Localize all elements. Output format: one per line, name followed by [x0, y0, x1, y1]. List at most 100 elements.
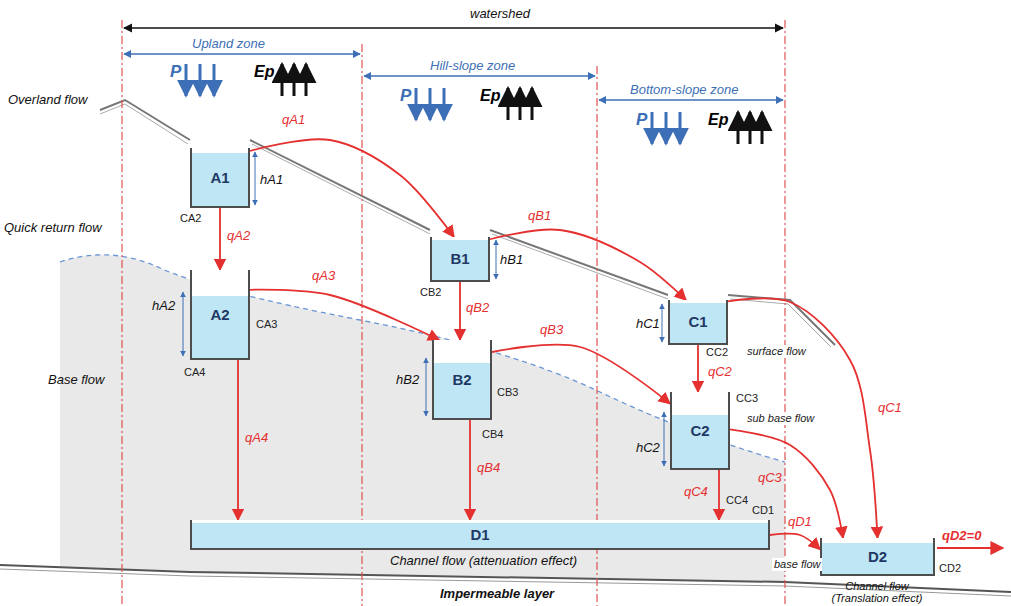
- flow-label: qB3: [540, 322, 563, 337]
- annotation-label: surface flow: [745, 345, 808, 358]
- annotation-label: Ep: [480, 86, 500, 105]
- annotation-label: CA2: [180, 212, 201, 225]
- annotation-label: hB1: [500, 252, 523, 267]
- dimension-arrow: [599, 99, 783, 100]
- flow-arrow: [728, 298, 878, 538]
- flow-arrow: [697, 345, 699, 392]
- annotation-label: Bottom-slope zone: [630, 82, 738, 97]
- annotation-label: P: [170, 62, 181, 81]
- tank-name: C1: [688, 313, 707, 330]
- annotation-label: CA3: [256, 318, 277, 331]
- tank: C2: [670, 392, 730, 470]
- tank: D2: [820, 538, 935, 576]
- annotation-label: Overland flow: [8, 92, 87, 107]
- drawing-part: [784, 20, 785, 606]
- drawing-part: [183, 292, 184, 356]
- flow-arrow: [459, 282, 461, 340]
- drawing-part: [443, 88, 446, 120]
- annotation-label: CD2: [939, 562, 961, 575]
- evaporation-arrows: [282, 64, 762, 144]
- dimension-arrow: [124, 53, 360, 54]
- tank: C1: [668, 300, 728, 345]
- tank-name: B1: [450, 250, 469, 267]
- drawing-part: [662, 304, 663, 342]
- outflow-arrow: [937, 547, 1003, 549]
- tank: A2: [190, 270, 250, 360]
- drawing-part: [664, 412, 665, 466]
- drawing-part: [531, 88, 534, 120]
- drawing-part: [496, 240, 497, 279]
- zone-divider: [122, 20, 785, 606]
- drawing-part: [185, 64, 188, 96]
- annotation-label: Ep: [254, 62, 274, 81]
- flow-label: qC3: [758, 470, 782, 485]
- annotation-label: Base flow: [48, 372, 104, 387]
- drawing-part: [665, 112, 668, 144]
- tank-name: A1: [210, 169, 229, 186]
- tank-name: A2: [210, 306, 229, 323]
- annotation-label: qD2=0: [942, 528, 981, 543]
- flow-label: qB2: [466, 300, 489, 315]
- annotation-label: Channel flow (Translation effect): [818, 580, 936, 604]
- flow-arrow: [237, 360, 239, 520]
- flow-label: qC4: [684, 484, 708, 499]
- flow-label: qA4: [245, 430, 268, 445]
- drawing-part: [749, 112, 752, 144]
- flow-label: qD1: [788, 514, 812, 529]
- tank: B1: [430, 237, 490, 282]
- flow-label: qB1: [528, 208, 551, 223]
- annotation-label: sub base flow: [745, 412, 816, 425]
- annotation-label: Upland zone: [192, 36, 265, 51]
- annotation-label: CB2: [420, 286, 441, 299]
- drawing-part: [199, 64, 202, 96]
- annotation-label: P: [636, 110, 647, 129]
- tank-name: D1: [470, 526, 489, 543]
- tank-name: C2: [690, 422, 709, 439]
- drawing-part: [426, 358, 427, 416]
- drawing-part: [281, 64, 284, 96]
- drawing-part: [305, 64, 308, 96]
- annotation-label: Channel flow (attenuation effect): [390, 553, 577, 568]
- annotation-label: watershed: [470, 6, 530, 21]
- tank: A1: [190, 148, 250, 208]
- annotation-label: CD1: [752, 504, 774, 517]
- annotation-label: hC1: [636, 316, 660, 331]
- flow-arrow: [469, 420, 471, 520]
- flow-arrow: [250, 139, 454, 237]
- flow-label: qA3: [312, 268, 335, 283]
- flow-arrow: [718, 470, 720, 520]
- annotation-label: Impermeable layer: [440, 586, 554, 601]
- tank: D1: [190, 520, 770, 550]
- drawing-part: [737, 112, 740, 144]
- annotation-label: CC4: [726, 494, 748, 507]
- flow-arrow: [770, 534, 820, 550]
- flow-label: qA2: [227, 228, 250, 243]
- drawing-part: [429, 88, 432, 120]
- annotation-label: Quick return flow: [4, 220, 102, 235]
- flow-label: qC1: [878, 400, 902, 415]
- flow-arrow: [492, 345, 670, 404]
- drawing-part: [415, 88, 418, 120]
- tank: B2: [432, 340, 492, 420]
- flow-label: qA1: [282, 112, 305, 127]
- drawing-part: [293, 64, 296, 96]
- annotation-label: hB2: [396, 372, 419, 387]
- flow-arrow: [250, 290, 439, 340]
- annotation-label: hC2: [636, 440, 660, 455]
- annotation-label: hA2: [152, 298, 175, 313]
- drawing-part: [213, 64, 216, 96]
- annotation-label: CB3: [497, 386, 518, 399]
- drawing-part: [519, 88, 522, 120]
- annotation-label: Hill-slope zone: [430, 58, 515, 73]
- annotation-label: Ep: [708, 110, 728, 129]
- drawing-part: [651, 112, 654, 144]
- dimension-arrow: [124, 27, 783, 28]
- flow-label: qB4: [477, 460, 500, 475]
- flow-arrow: [490, 230, 686, 300]
- tank-name: D2: [868, 548, 887, 565]
- dimension-arrow: [364, 75, 595, 76]
- flow-label: qC2: [708, 364, 732, 379]
